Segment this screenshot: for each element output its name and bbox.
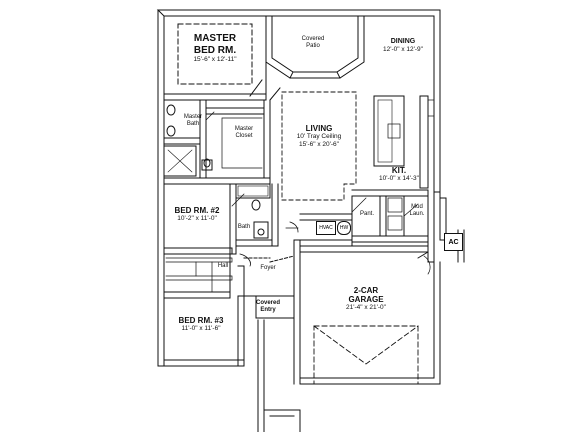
pantry-label: Pant. (356, 211, 378, 218)
bedroom-two-walls (163, 183, 279, 293)
master-bath-label: Master Bath (176, 114, 210, 128)
mud-line2: Laun. (409, 210, 425, 217)
living-tray-ceiling (281, 91, 357, 201)
hvac-unit: HVAC (316, 221, 336, 235)
patio-line2: Patio (306, 42, 320, 49)
mechanical-room (299, 213, 429, 253)
mud-laundry-label: Mud Laun. (404, 204, 430, 218)
garage-name-line2: GARAGE (348, 295, 384, 305)
bed3-dims: 11'-0" x 11'-6" (181, 325, 221, 333)
patio-outline (265, 15, 365, 79)
master-closet-line2: Closet (235, 132, 253, 139)
exterior-walls (156, 9, 447, 385)
hall-name: Hall (217, 263, 229, 269)
dining-dims: 12'-0" x 12'-9" (383, 46, 423, 54)
dining-name: DINING (390, 38, 416, 45)
kitchen-dims: 10'-0" x 14'-3" (379, 175, 419, 183)
master-dims: 15'-6" x 12'-11" (193, 56, 237, 63)
master-bedroom-walls (163, 23, 281, 101)
garage-door (313, 251, 431, 385)
walkway-lines (257, 229, 465, 432)
foyer-name: Foyer (260, 265, 276, 271)
ac-unit: AC (444, 233, 463, 251)
garage-dims: 21'-4" x 21'-0" (346, 304, 386, 312)
master-bath-line2: Bath (186, 120, 200, 127)
garage-label: 2-CAR GARAGE 21'-4" x 21'-0" (320, 286, 412, 312)
living-dims: 15'-6" x 20'-6" (299, 140, 339, 148)
bed3-name: BED RM. #3 (178, 316, 224, 325)
living-label: LIVING 10' Tray Ceiling 15'-6" x 20'-6" (282, 124, 356, 148)
bedroom-two-label: BED RM. #2 10'-2" x 11'-0" (166, 206, 228, 223)
hall-label: Hall (214, 263, 232, 270)
living-name: LIVING (305, 124, 333, 133)
kitchen-label: KIT. 10'-0" x 14'-3" (368, 166, 430, 183)
kitchen-name: KIT. (391, 166, 407, 175)
living-ceiling: 10' Tray Ceiling (296, 133, 342, 141)
dining-label: DINING 12'-0" x 12'-9" (368, 38, 438, 54)
kitchen-fixtures (373, 95, 435, 189)
covered-entry-label: Covered Entry (250, 300, 286, 314)
bath-label: Bath (234, 224, 254, 231)
master-bath-line1: Master (183, 114, 203, 120)
master-bedroom-label: MASTER BED RM. 15'-6" x 12'-11" (176, 33, 254, 63)
garage-name-line1: 2-CAR (353, 286, 379, 295)
master-name-line2: BED RM. (193, 44, 237, 56)
pantry-name: Pant. (359, 211, 374, 217)
master-closet-line1: Master (234, 126, 254, 132)
bed2-dims: 10'-2" x 11'-0" (177, 215, 217, 223)
mud-line1: Mud (411, 204, 423, 210)
bedroom-three-walls (163, 253, 295, 319)
master-name-line1: MASTER (193, 33, 237, 44)
bath-name: Bath (237, 224, 251, 230)
master-closet-label: Master Closet (226, 126, 262, 140)
bedroom-three-label: BED RM. #3 11'-0" x 11'-6" (166, 316, 236, 333)
water-heater: HW (337, 221, 351, 235)
covered-patio-label: Covered Patio (288, 36, 338, 50)
foyer-label: Foyer (254, 265, 282, 272)
entry-line2: Entry (260, 306, 276, 313)
entry-line1: Covered (255, 300, 280, 306)
foyer-door (239, 221, 299, 267)
bed2-name: BED RM. #2 (174, 206, 220, 215)
master-bath-closet (163, 99, 271, 185)
patio-line1: Covered (301, 36, 325, 42)
